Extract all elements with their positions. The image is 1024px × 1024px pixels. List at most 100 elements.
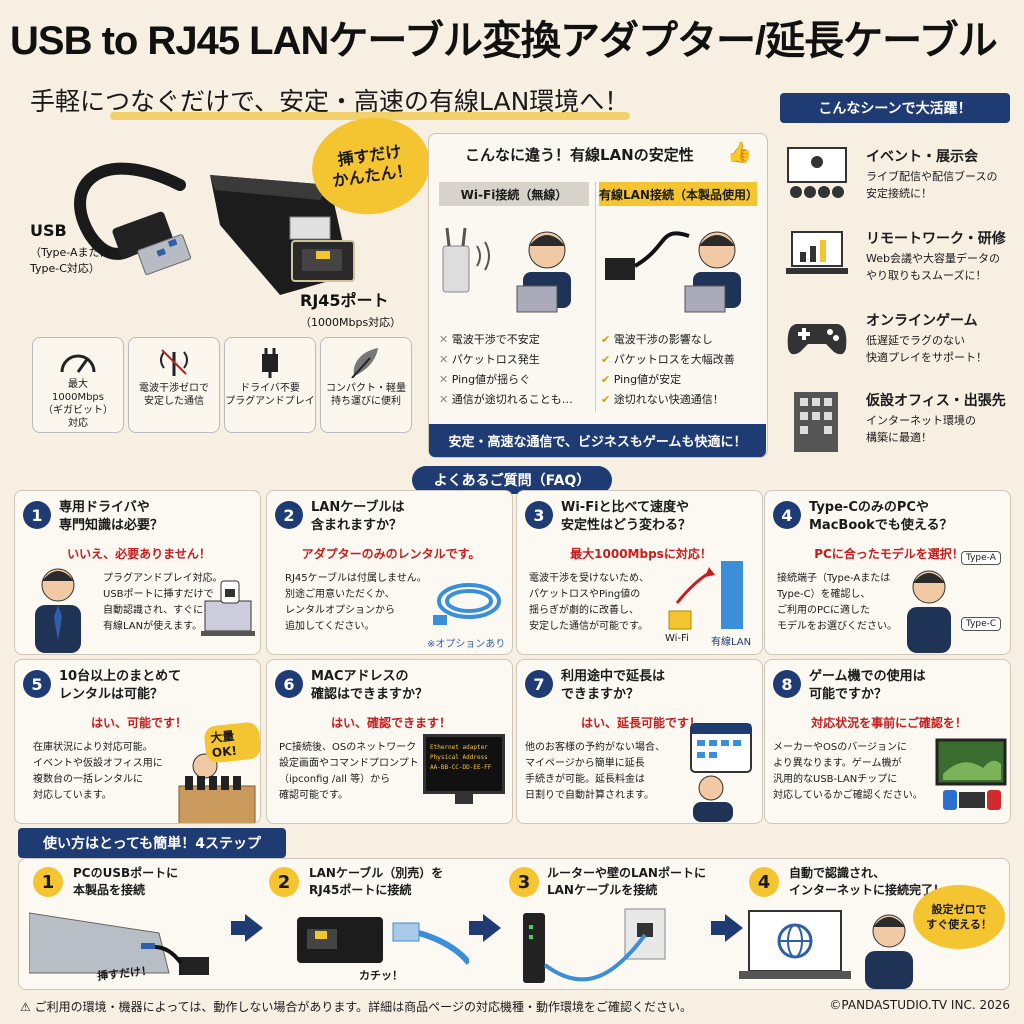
box-of-adapters-icon	[178, 753, 256, 823]
feature-text: 最大 1000Mbps （ギガビット） 対応	[43, 379, 113, 429]
type-c-tag: Type-C	[961, 617, 1002, 631]
lan-cable-icon	[433, 583, 501, 625]
laptop-usb-image	[29, 912, 209, 975]
faq-number: 5	[23, 670, 51, 698]
game-console-icon	[935, 738, 1007, 810]
faq-body: 電波干渉を受けないため、 パケットロスやPing値の 揺らぎが劇的に改善し、 安…	[529, 573, 649, 632]
faq-banner: よくあるご質問（FAQ）	[412, 466, 612, 494]
scenes-banner: こんなシーンで大活躍！	[780, 93, 1010, 123]
faq-card-7: 7 利用途中で延長は できますか？ はい、延長可能です！ 他のお客様の予約がない…	[516, 659, 763, 824]
monitor-stand	[455, 794, 473, 804]
step-text: LANケーブル（別売）を RJ45ポートに接続	[309, 866, 444, 897]
faq-body: 接続端子（Type-Aまたは Type-C）を確認し、 ご利用のPCに適した モ…	[777, 573, 897, 632]
wifi-points: ✕ 電波干渉で不安定 ✕ パケットロス発生 ✕ Ping値が揺らぐ ✕ 通信が途…	[439, 330, 589, 410]
step-number: 2	[269, 867, 299, 897]
step-text: 自動で認識され、 インターネットに接続完了！	[789, 866, 946, 897]
scene-title: リモートワーク・研修	[866, 231, 1006, 247]
faq-number: 7	[525, 670, 553, 698]
compare-title: こんなに違う！有線LANの安定性	[465, 146, 694, 164]
step-note: カチッ！	[359, 969, 403, 982]
faq-number: 3	[525, 501, 553, 529]
usb-sublabel: （Type-Aまたは Type-C対応）	[30, 246, 111, 275]
building-icon	[794, 392, 838, 452]
faq-question: 10台以上のまとめて レンタルは可能？	[59, 669, 182, 702]
feather-icon	[351, 348, 378, 378]
faq-body: 他のお客様の予約がない場合、 マイページから簡単に延長 手続きが可能。延長料金は…	[525, 742, 665, 801]
faq-answer: 最大1000Mbpsに対応！	[570, 547, 712, 561]
scene-item: オンラインゲーム 低遅延でラグのない 快適プレイをサポート！	[782, 302, 1012, 378]
feature-driver: ドライバ不要 プラグアンドプレイ	[224, 337, 316, 433]
calendar-icon	[690, 723, 752, 822]
faq-card-6: 6 MACアドレスの 確認はできますか？ はい、確認できます！ PC接続後、OS…	[266, 659, 513, 824]
warning-icon: ⚠	[20, 1000, 35, 1014]
faq-number: 8	[773, 670, 801, 698]
faq-number: 4	[773, 501, 801, 529]
page-title: USB to RJ45 LANケーブル変換アダプター/延長ケーブル	[10, 19, 998, 63]
businessman-icon	[865, 914, 913, 989]
faq-body: PC接続後、OSのネットワーク 設定画面やコマンドプロンプト （ipconfig…	[279, 742, 419, 801]
faq-card-2: 2 LANケーブルは 含まれますか？ アダプターのみのレンタルです。 RJ45ケ…	[266, 490, 513, 655]
feature-speed: 最大 1000Mbps （ギガビット） 対応	[32, 337, 124, 433]
scene-item: 仮設オフィス・出張先 インターネット環境の 構築に最適！	[782, 384, 1012, 460]
feature-stable: 電波干渉ゼロで 安定した通信	[128, 337, 220, 433]
rj45-connect-image	[297, 917, 469, 965]
faq-answer: 対応状況を事前にご確認を！	[811, 716, 967, 730]
feature-text: 電波干渉ゼロで 安定した通信	[139, 383, 209, 407]
scene-desc: ライブ配信や配信ブースの 安定接続に！	[866, 170, 998, 200]
faq-question: 専用ドライバや 専門知識は必要？	[59, 500, 164, 533]
plug-icon	[262, 348, 278, 378]
steps-panel: 1 PCのUSBポートに 本製品を接続 挿すだけ！ 2 LANケーブル（別売）を…	[18, 858, 1010, 990]
faq-question: LANケーブルは 含まれますか？	[311, 500, 405, 533]
step-arrow-tail	[231, 921, 245, 935]
wifi-illustration	[442, 227, 571, 313]
faq-card-3: 3 Wi-Fiと比べて速度や 安定性はどう変わる？ 最大1000Mbpsに対応！…	[516, 490, 763, 655]
feature-text: コンパクト・軽量 持ち運びに便利	[326, 383, 406, 407]
gamepad-icon	[787, 324, 847, 355]
check-icon: ✔	[601, 373, 614, 386]
usb-label: USB	[30, 221, 67, 240]
step-arrow-icon	[483, 914, 501, 942]
faq-answer: はい、可能です！	[90, 716, 187, 730]
page-subtitle: 手軽につなぐだけで、安定・高速の有線LAN環境へ！	[30, 87, 630, 116]
faq-answer: いいえ、必要ありません！	[67, 547, 211, 561]
copyright: ©PANDASTUDIO.TV INC. 2026	[829, 998, 1010, 1012]
step-number: 4	[749, 867, 779, 897]
footer-warning: ⚠ ご利用の環境・機器によっては、動作しない場合があります。詳細は商品ページの対…	[20, 1000, 692, 1014]
businessman-icon	[35, 568, 81, 653]
router-wall-image	[523, 908, 666, 983]
check-icon: ✔	[601, 393, 614, 406]
wired-header: 有線LAN接続（本製品使用）	[599, 182, 758, 206]
scene-item: リモートワーク・研修 Web会議や大容量データの やり取りもスムーズに！	[782, 220, 1012, 296]
scene-item: イベント・展示会 ライブ配信や配信ブースの 安定接続に！	[782, 138, 1012, 214]
feature-compact: コンパクト・軽量 持ち運びに便利	[320, 337, 412, 433]
faq-card-4: 4 Type-CのみのPCや MacBookでも使える？ PCに合ったモデルを選…	[764, 490, 1011, 655]
faq-body: プラグアンドプレイ対応。 USBポートに挿すだけで 自動認識され、すぐに 有線L…	[103, 573, 223, 632]
wired-point: ✔ 電波干渉の影響なし	[601, 333, 713, 346]
compare-banner: 安定・高速な通信で、ビジネスもゲームも快適に！	[429, 424, 766, 457]
bar-label-wired: 有線LAN	[711, 637, 752, 648]
businessman-icon	[907, 570, 951, 653]
faq-question: ゲーム機での使用は 可能ですか？	[809, 669, 926, 702]
step-number: 3	[509, 867, 539, 897]
faq-answer: アダプターのみのレンタルです。	[301, 547, 481, 561]
rj45-label: RJ45ポート	[300, 291, 389, 310]
scene-desc: 低遅延でラグのない 快適プレイをサポート！	[866, 334, 987, 364]
option-note: ※オプションあり	[427, 639, 506, 650]
wifi-header: Wi-Fi接続（無線）	[439, 182, 589, 206]
faq-body: RJ45ケーブルは付属しません。 別途ご用意いただくか、 レンタルオプションから…	[285, 573, 427, 632]
faq-body: 在庫状況により対応可能。 イベントや仮設オフィス用に 複数台の一括レンタルに 対…	[33, 742, 163, 801]
wired-points: ✔ 電波干渉の影響なし ✔ パケットロスを大幅改善 ✔ Ping値が安定 ✔ 途…	[601, 330, 761, 410]
product-illustration: 挿すだけ かんたん！ USB （Type-Aまたは Type-C対応） RJ45…	[20, 110, 437, 460]
faq-answer: はい、確認できます！	[330, 716, 451, 730]
step-arrow-tail	[711, 921, 725, 935]
cross-icon: ✕	[439, 373, 452, 386]
laptop-icon	[201, 580, 255, 636]
step-arrow-icon	[245, 914, 263, 942]
step-arrow-icon	[725, 914, 743, 942]
terminal-screen: Ethernet adapter Physical Address AA-BB-…	[423, 734, 505, 794]
speedometer-icon	[60, 354, 96, 373]
rj45-sublabel: （1000Mbps対応）	[300, 316, 402, 329]
event-icon	[787, 147, 847, 198]
scene-title: 仮設オフィス・出張先	[866, 393, 1006, 409]
wired-illustration	[605, 231, 741, 313]
